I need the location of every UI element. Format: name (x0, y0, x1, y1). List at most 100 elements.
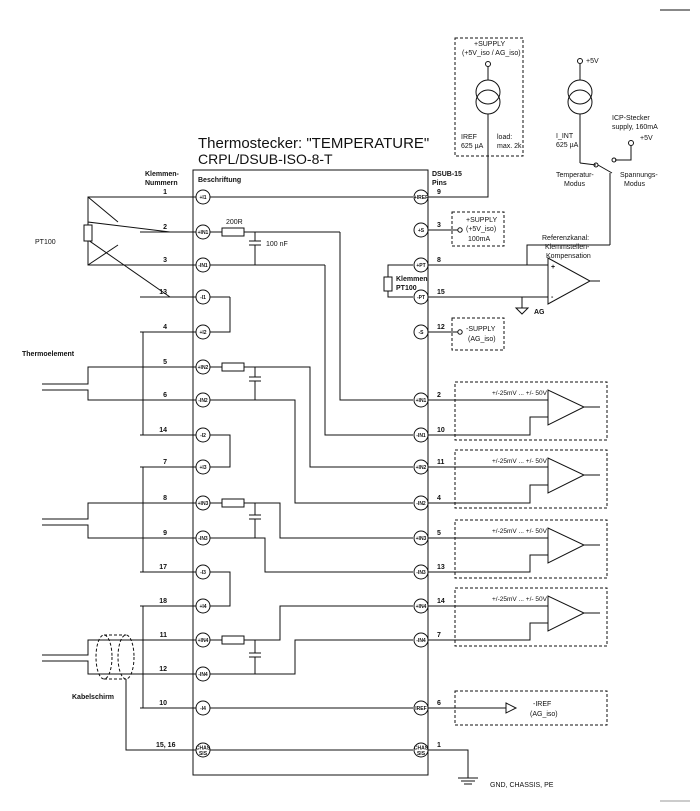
plus-supply-line3: 100mA (468, 236, 491, 243)
capacitor (249, 367, 261, 400)
supply-box-line1: +SUPPLY (474, 41, 506, 48)
wire (210, 434, 231, 468)
supply-box (454, 37, 524, 157)
connector-body (192, 169, 429, 776)
ref-line3: Kompensation (546, 253, 591, 260)
left-terminal-pin-label: -IN3 (198, 536, 208, 542)
right-terminal-pin-label: -IN3 (416, 570, 426, 576)
wire (428, 160, 489, 198)
dsub-pin-number: 10 (437, 427, 445, 434)
load-value: max. 2k (497, 143, 522, 150)
wire (324, 265, 413, 436)
ref-plus: + (551, 264, 555, 271)
resistor (221, 362, 245, 372)
klemme-number: 2 (163, 224, 167, 231)
plus-supply-node (457, 227, 463, 233)
left-terminal-pin-label: +IN3 (198, 501, 209, 507)
klemme-number: 1 (163, 189, 167, 196)
amp-channel-1 (428, 381, 608, 441)
right-terminal-pin-label: +IN3 (416, 536, 427, 542)
wire (210, 537, 413, 573)
ground-symbol (458, 777, 478, 785)
klemme-number: 7 (163, 459, 167, 466)
plus-supply-line2: (+5V_iso) (466, 226, 496, 233)
klemme-number: 15, 16 (156, 742, 176, 749)
dsub-pin-number: 9 (437, 189, 441, 196)
klemmen-pt100-label: PT100 (396, 285, 417, 292)
left-terminal-pin-label: +IN4 (198, 638, 209, 644)
wire (244, 366, 413, 468)
klemme-number: 4 (163, 324, 167, 331)
right-terminal-pin-label: +S (418, 228, 425, 234)
right-terminal-pin-label: -IN1 (416, 433, 426, 439)
beschriftung-header: Beschriftung (198, 177, 241, 184)
left-terminal-pin-label: -I3 (200, 570, 206, 576)
right-terminal-pin-label: -IN4 (416, 638, 426, 644)
amp-channel-3 (428, 519, 608, 579)
left-terminal-pin-label: -I1 (200, 295, 206, 301)
wire (142, 331, 170, 436)
supply-node (485, 61, 491, 67)
amp-range-4: +/-25mV ... +/- 50V (492, 596, 548, 603)
dsub-pin-number: 8 (437, 257, 441, 264)
wire (210, 639, 413, 675)
icp-vplus: +5V (640, 135, 653, 142)
wire (428, 749, 469, 778)
spannungs-modus-1: Spannungs- (620, 172, 658, 179)
right-terminal-pin-label: -IN2 (416, 501, 426, 507)
connector-subtitle: CRPL/DSUB-ISO-8-T (198, 151, 333, 167)
temperatur-modus-2: Modus (564, 181, 586, 188)
mode-switch (579, 157, 617, 245)
wire (244, 605, 413, 641)
wire (210, 399, 413, 504)
connector-title: Thermostecker: "TEMPERATURE" (198, 135, 429, 152)
wire (142, 466, 170, 573)
resistor-200r (221, 227, 245, 237)
amp-range-1: +/-25mV ... +/- 50V (492, 390, 548, 397)
capacitor-label: 100 nF (266, 241, 288, 248)
ag-ground (514, 307, 530, 315)
iref-label: IREF (461, 134, 477, 141)
wire (615, 146, 632, 161)
klemme-number: 10 (159, 700, 167, 707)
plus-supply-box (451, 211, 505, 247)
ground-label: GND, CHASSIS, PE (490, 782, 554, 789)
right-terminal-pin-label: +IN1 (416, 398, 427, 404)
minus-supply-line1: -SUPPLY (466, 326, 496, 333)
left-terminal-group: 1+I12+IN13-IN113-I14+I25+IN26-IN214-I27+… (140, 189, 211, 758)
current-source-iint (567, 79, 593, 115)
plus-supply-line1: +SUPPLY (466, 217, 498, 224)
dsub-pin-number: 7 (437, 632, 441, 639)
iref-box-line2: (AG_iso) (530, 711, 558, 718)
icp-line1: ICP-Stecker (612, 115, 650, 122)
left-terminal-pin-label: -I2 (200, 433, 206, 439)
left-terminal-pin-label: -IN1 (198, 263, 208, 269)
kabelschirm-label: Kabelschirm (72, 694, 114, 701)
left-terminal-pin-label: +I2 (199, 330, 206, 336)
wire (142, 605, 170, 709)
left-terminal-pin-label: -I4 (200, 706, 206, 712)
left-terminal-pin-label: +I1 (199, 195, 206, 201)
left-terminal-pin-label: +IN2 (198, 365, 209, 371)
right-terminal-pin-label: +IREF (414, 195, 428, 201)
spannungs-modus-2: Modus (624, 181, 646, 188)
wire (244, 502, 413, 539)
load-label: load: (497, 134, 512, 141)
klemme-number: 5 (163, 359, 167, 366)
wire (210, 571, 231, 607)
pt100-klemmen (383, 264, 413, 298)
amp-channel-4 (428, 587, 608, 647)
klemme-number: 6 (163, 392, 167, 399)
klemme-number: 3 (163, 257, 167, 264)
klemme-number: 18 (159, 598, 167, 605)
left-terminal-pin-label: +I3 (199, 465, 206, 471)
right-terminal-pin-label: SIS (417, 751, 426, 757)
reference-amplifier (547, 257, 592, 305)
dsub-pin-number: 5 (437, 530, 441, 537)
right-terminal-pin-label: -S (419, 330, 425, 336)
icp-node (628, 140, 634, 146)
right-terminal-pin-label: CHAS (414, 746, 429, 752)
temperatur-modus-1: Temperatur- (556, 172, 594, 179)
pt100-left-label: PT100 (35, 239, 56, 246)
